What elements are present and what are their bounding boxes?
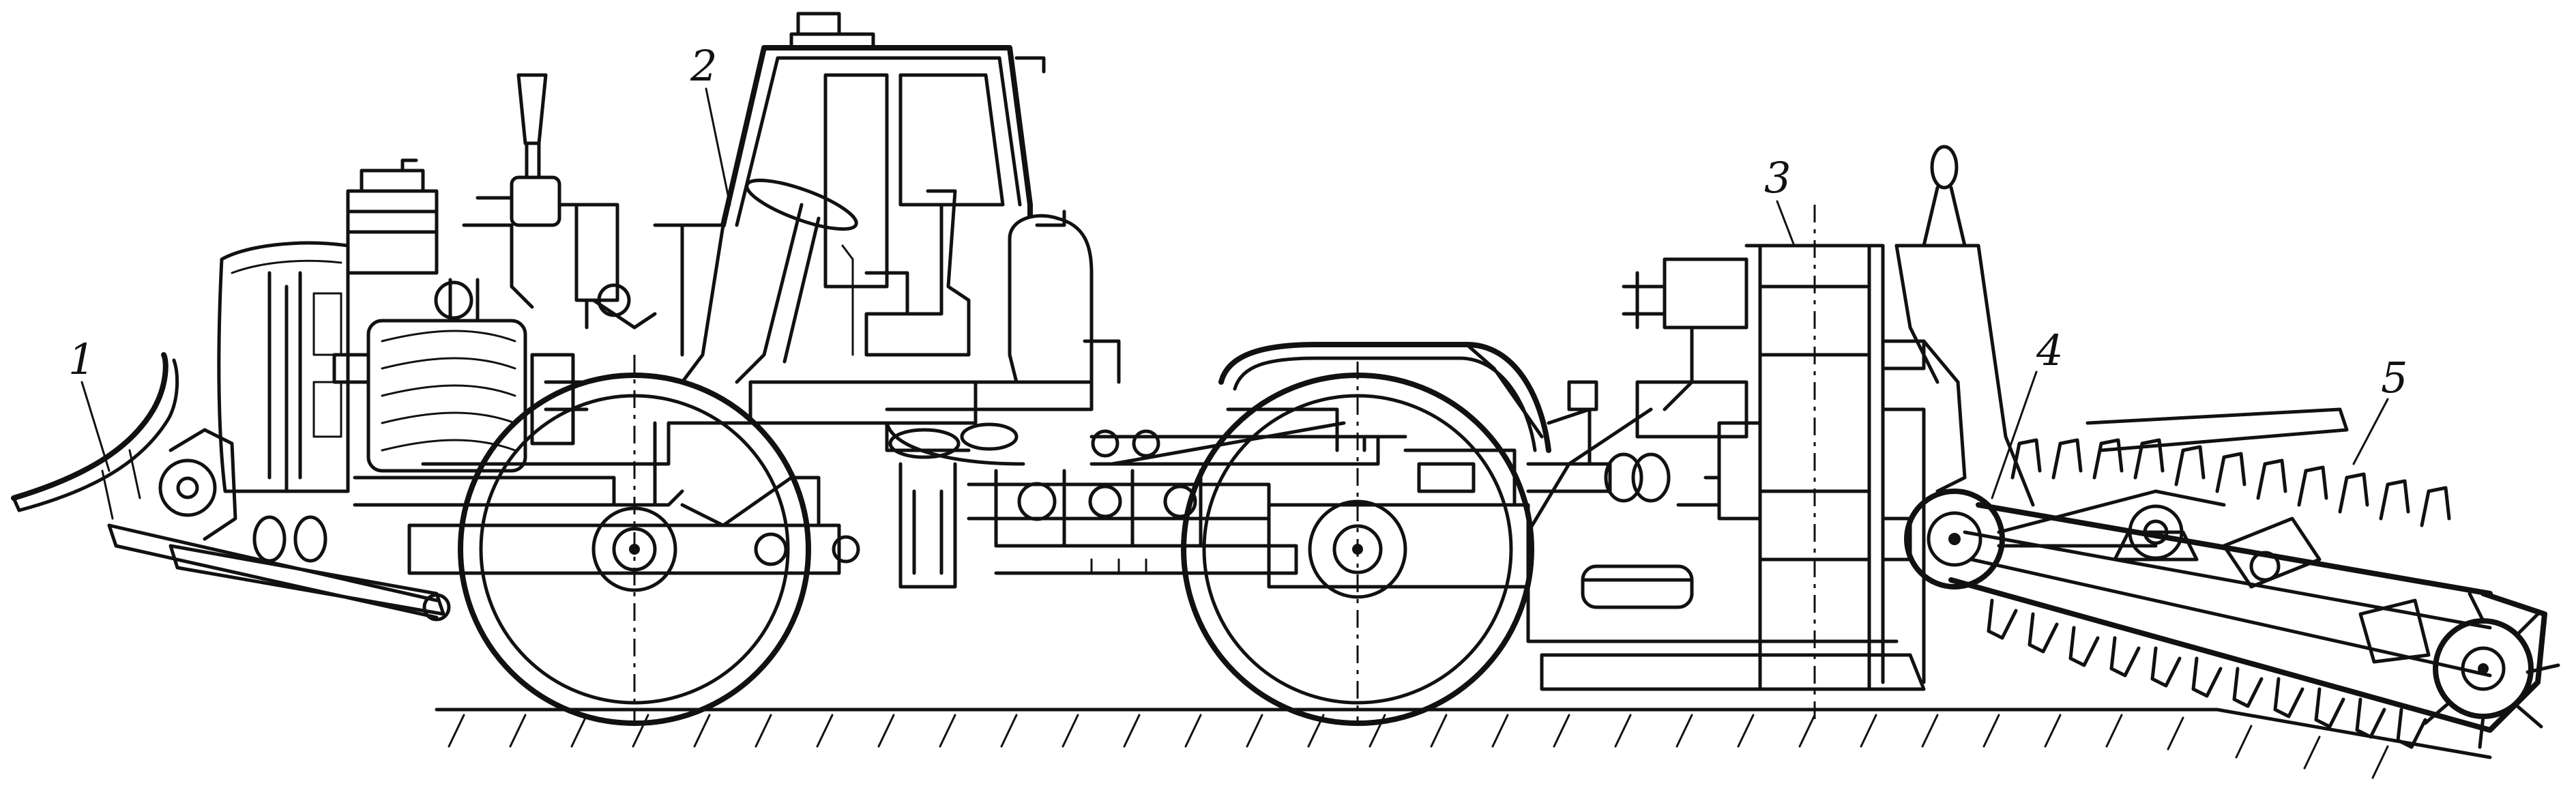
drivetrain <box>967 407 1380 575</box>
front-blade <box>11 352 237 541</box>
engine-hood <box>217 241 350 493</box>
callout-1: 1 <box>68 334 95 384</box>
callout-leaders <box>80 87 2389 499</box>
exhaust-stack <box>462 73 657 330</box>
callout-labels: 1 2 3 4 5 <box>68 41 2407 403</box>
blade-lift-cylinder <box>107 515 451 622</box>
callout-2: 2 <box>690 41 717 91</box>
trencher-lift-ram <box>1881 145 2035 507</box>
tractor-frame <box>421 380 1094 589</box>
trencher-gearbox <box>1526 205 1926 723</box>
ground <box>435 708 2492 779</box>
engine-block <box>332 158 616 507</box>
callout-4: 4 <box>2036 325 2063 375</box>
rear-wheel <box>1181 362 1534 726</box>
cutting-chain <box>1948 407 2560 749</box>
front-wheel <box>407 355 860 726</box>
operator-cab <box>653 12 1121 384</box>
rear-fender <box>1218 342 1551 453</box>
callout-3: 3 <box>1764 153 1791 203</box>
callout-5: 5 <box>2381 353 2407 403</box>
